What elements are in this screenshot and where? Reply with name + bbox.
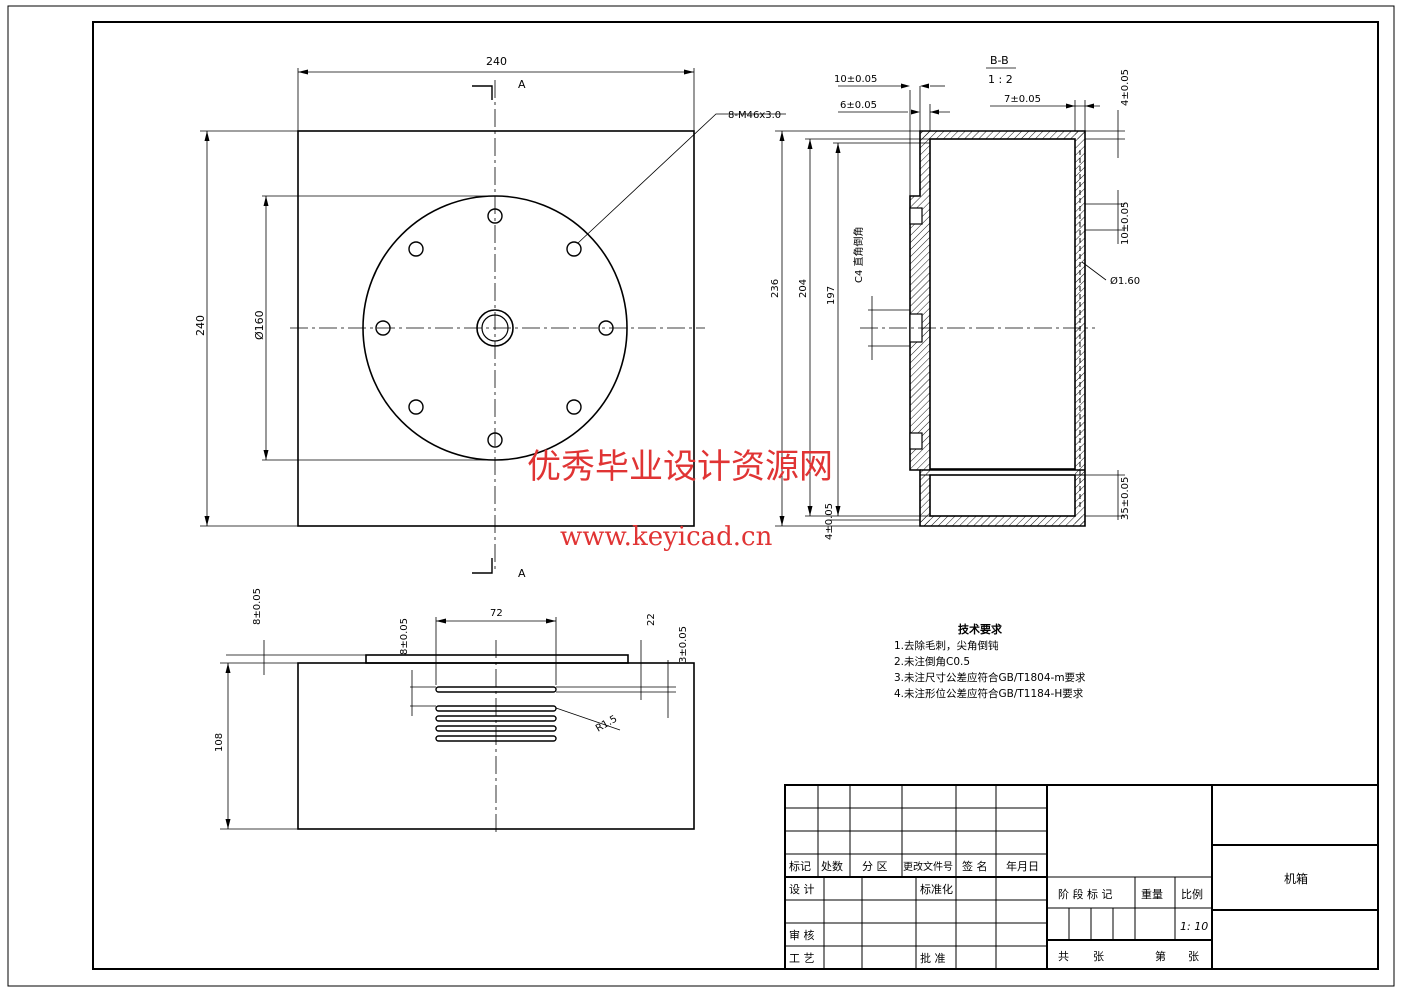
tech-req-line-2: 2.未注倒角C0.5 (894, 655, 970, 668)
tb-bili: 比例 (1181, 887, 1203, 901)
tb-gongyi: 工 艺 (789, 952, 815, 965)
dim-phi160: Ø160 (253, 310, 266, 340)
top-view-outline (297, 130, 695, 527)
section-title: B-B (990, 54, 1009, 67)
dim-22: 22 (646, 613, 657, 626)
bolt-hole (566, 241, 582, 257)
tech-req-line-1: 1.去除毛刺，尖角倒钝 (894, 639, 999, 652)
dim-236: 236 (770, 279, 781, 298)
tech-req-line-4: 4.未注形位公差应符合GB/T1184-H要求 (894, 687, 1084, 700)
dim-204: 204 (798, 279, 809, 298)
tb-jieduan: 阶 段 标 记 (1058, 887, 1113, 901)
tb-di: 第 (1155, 949, 1166, 963)
tb-shenhe: 审 核 (789, 928, 815, 942)
watermark-url: www.keyicad.cn (560, 522, 773, 552)
dim-10-top: 10±0.05 (834, 74, 877, 85)
tb-fenqu: 分 区 (862, 860, 888, 873)
section-view-bb (775, 83, 1125, 527)
tb-scale-value: 1: 10 (1180, 920, 1208, 933)
dim-4-top: 4±0.05 (1120, 69, 1131, 106)
bolt-hole (408, 399, 424, 415)
tb-pizhun: 批 准 (920, 951, 946, 965)
watermark-cn: 优秀毕业设计资源网 (527, 447, 833, 487)
front-view-flange (365, 654, 629, 664)
tech-req-title: 技术要求 (958, 622, 1003, 636)
section-scale: 1 : 2 (988, 73, 1013, 86)
dim-r15: R1.5 (594, 714, 619, 735)
bolt-hole (408, 241, 424, 257)
section-arrow-bottom (472, 558, 493, 574)
front-view (220, 617, 695, 835)
tb-zhang-1: 张 (1093, 950, 1104, 963)
title-block (784, 784, 1379, 970)
tb-zhongliang: 重量 (1141, 887, 1163, 901)
hole-callout: 8-M46x3.0 (728, 110, 781, 121)
tb-gengai: 更改文件号 (903, 860, 953, 873)
hole-callout-leader (577, 113, 786, 244)
tech-req-line-3: 3.未注尺寸公差应符合GB/T1804-m要求 (894, 671, 1086, 684)
section-mark-a-top: A (518, 78, 526, 91)
tb-part-name: 机箱 (1284, 871, 1308, 886)
dim-10-right: 10±0.05 (1120, 202, 1131, 245)
top-view (200, 68, 786, 574)
section-mark-a-bottom: A (518, 567, 526, 580)
dim-phi-1-60: Ø1.60 (1110, 275, 1140, 287)
dim-240-top: 240 (486, 55, 507, 68)
dim-35: 35±0.05 (1120, 477, 1131, 520)
dim-8-mid: 8±0.05 (399, 618, 410, 655)
section-lower-cavity (929, 474, 1076, 517)
note-vertical: C4 直角倒角 (852, 226, 865, 283)
bolt-hole (566, 399, 582, 415)
dim-240-left: 240 (194, 315, 207, 336)
inner-border (92, 21, 1379, 970)
outer-border (7, 5, 1395, 987)
dim-4-bottom: 4±0.05 (824, 503, 835, 540)
dim-72: 72 (490, 608, 503, 619)
tb-gong: 共 (1058, 950, 1069, 963)
dim-7: 7±0.05 (1004, 94, 1041, 105)
tb-zhang-2: 张 (1188, 950, 1199, 963)
section-cavity (929, 138, 1076, 470)
tb-qianming: 签 名 (962, 859, 988, 873)
section-arrow-top (472, 85, 493, 100)
dim-108: 108 (214, 733, 225, 752)
tb-sheji: 设 计 (789, 883, 815, 896)
dim-197: 197 (826, 286, 837, 305)
tb-nianyueri: 年月日 (1006, 859, 1039, 873)
tb-chushu: 处数 (821, 860, 843, 873)
tb-biaozhunhua: 标准化 (920, 882, 953, 896)
dim-3: 3±0.05 (678, 626, 689, 663)
dim-8-left: 8±0.05 (252, 588, 263, 625)
front-view-body (297, 662, 695, 830)
tb-biaoji: 标记 (789, 859, 811, 873)
dim-6: 6±0.05 (840, 100, 877, 111)
